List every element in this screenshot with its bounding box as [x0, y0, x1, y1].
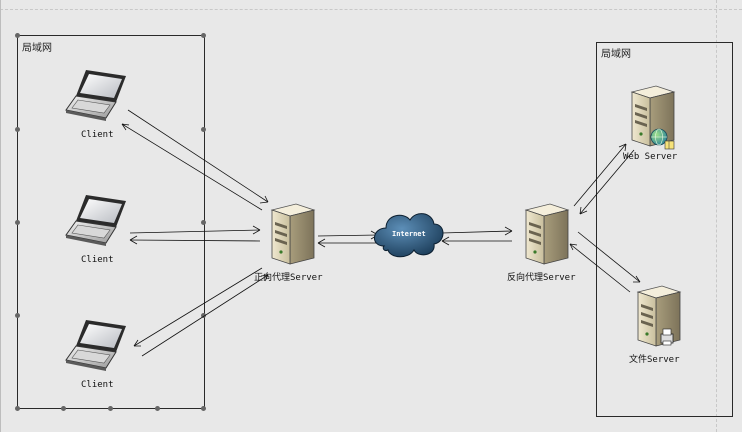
- laptop-icon[interactable]: [65, 69, 127, 122]
- internet-label: Internet: [392, 230, 426, 238]
- selection-handle[interactable]: [61, 406, 66, 411]
- selection-handle[interactable]: [15, 220, 20, 225]
- globe-icon: [650, 128, 675, 150]
- right-lan-title: 局域网: [601, 49, 631, 60]
- right-lan-zone[interactable]: [596, 42, 733, 417]
- selection-handle[interactable]: [15, 33, 20, 38]
- file-server-label: 文件Server: [629, 355, 680, 365]
- connections-left: [121, 109, 641, 357]
- selection-handle[interactable]: [201, 220, 206, 225]
- forward-proxy-label: 正向代理Server: [254, 273, 323, 283]
- server-tower-icon[interactable]: [271, 203, 315, 265]
- selection-handle[interactable]: [15, 313, 20, 318]
- selection-handle[interactable]: [201, 406, 206, 411]
- client-label-3: Client: [81, 380, 114, 390]
- printer-icon: [660, 328, 674, 346]
- selection-handle[interactable]: [155, 406, 160, 411]
- guide-line-right: [716, 0, 717, 432]
- selection-handle[interactable]: [201, 127, 206, 132]
- selection-handle[interactable]: [15, 406, 20, 411]
- web-server-label: Web Server: [623, 152, 678, 162]
- internet-cloud-icon[interactable]: [374, 213, 444, 258]
- client-label-2: Client: [81, 255, 114, 265]
- left-lan-title: 局域网: [22, 43, 52, 54]
- server-tower-icon[interactable]: [637, 285, 681, 347]
- selection-handle[interactable]: [108, 406, 113, 411]
- laptop-icon[interactable]: [65, 319, 127, 372]
- server-tower-icon[interactable]: [525, 203, 569, 265]
- reverse-proxy-label: 反向代理Server: [507, 273, 576, 283]
- selection-handle[interactable]: [15, 127, 20, 132]
- laptop-icon[interactable]: [65, 194, 127, 247]
- selection-handle[interactable]: [201, 313, 206, 318]
- selection-handle[interactable]: [201, 33, 206, 38]
- guide-line-top: [0, 9, 742, 10]
- client-label-1: Client: [81, 130, 114, 140]
- edge-ruler: [0, 0, 1, 432]
